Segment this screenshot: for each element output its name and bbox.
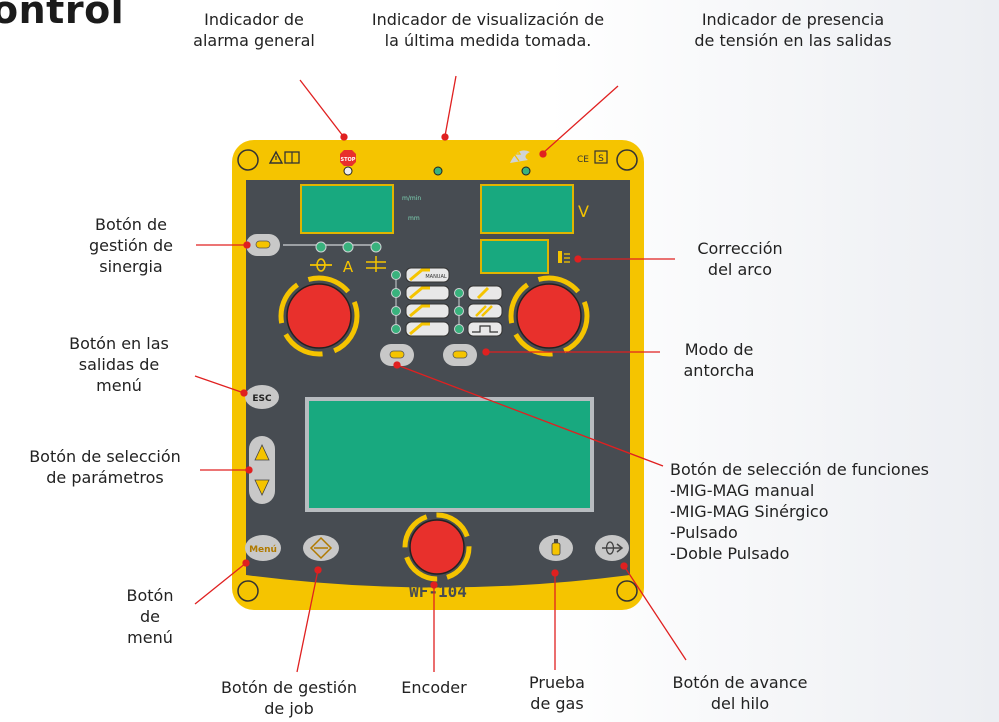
torch-button-mark xyxy=(452,350,468,359)
unit-amps: A xyxy=(343,258,354,276)
unit-wire-speed: m/min xyxy=(402,195,421,202)
screw-bottom-left xyxy=(237,580,259,602)
parameter-selector[interactable] xyxy=(249,436,275,504)
synergy-led-thickness xyxy=(370,241,382,253)
leader-lines xyxy=(194,75,687,673)
label-function-selector: Botón de selección de funciones-MIG-MAG … xyxy=(670,460,930,563)
menu-button[interactable] xyxy=(245,535,281,561)
screw-top-left xyxy=(237,149,259,171)
unit-volt: V xyxy=(578,202,589,221)
esc-button[interactable] xyxy=(245,385,279,409)
left-knob[interactable] xyxy=(286,283,352,349)
warning-icon xyxy=(268,150,284,164)
hold-text: HOLD xyxy=(427,155,450,164)
arrow-down-icon[interactable] xyxy=(254,479,270,496)
manual-book-icon xyxy=(284,151,300,164)
synergy-led-wire xyxy=(315,241,327,253)
torch-mode-selector xyxy=(454,285,503,337)
stop-alarm-icon xyxy=(340,150,356,166)
wire-advance-icon xyxy=(602,541,624,555)
page-title: ontrol xyxy=(0,0,125,32)
esc-button-label: ESC xyxy=(252,394,272,404)
unit-mm: mm xyxy=(408,215,420,222)
right-knob[interactable] xyxy=(516,283,582,349)
stop-badge-text: STOP xyxy=(341,157,356,163)
synergy-button-mark xyxy=(255,240,271,249)
screw-bottom-right xyxy=(616,580,638,602)
screw-top-right xyxy=(616,149,638,171)
hold-led xyxy=(433,166,443,176)
job-icon xyxy=(309,536,333,560)
function-button-mark xyxy=(389,350,405,359)
mode-manual-text: MANUAL xyxy=(425,274,447,280)
arc-correction-display xyxy=(480,239,549,274)
label-encoder: Encoder xyxy=(401,678,467,697)
right-knob-ring xyxy=(508,275,590,357)
voltage-led xyxy=(521,166,531,176)
left-knob-ring xyxy=(278,275,360,357)
wire-speed-display xyxy=(300,184,394,234)
arc-correction-icon xyxy=(558,251,570,263)
s-mark-box xyxy=(594,150,608,164)
model-name: WF-104 xyxy=(409,582,467,601)
encoder-knob[interactable] xyxy=(409,519,465,575)
voltage-display xyxy=(480,184,574,234)
encoder-ring xyxy=(402,512,472,582)
arrow-up-icon[interactable] xyxy=(254,444,270,461)
wire-feed-icon xyxy=(310,258,332,272)
mode-selector-left xyxy=(391,267,450,337)
synergy-led-current xyxy=(342,241,354,253)
voltage-presence-icon xyxy=(510,147,530,163)
alarm-led xyxy=(343,166,353,176)
ce-mark: CE xyxy=(577,155,589,165)
s-mark: S xyxy=(598,154,604,164)
main-display xyxy=(309,401,590,508)
gas-bottle-icon xyxy=(551,539,561,556)
menu-button-label: Menú xyxy=(249,545,277,555)
thickness-icon xyxy=(366,256,386,272)
